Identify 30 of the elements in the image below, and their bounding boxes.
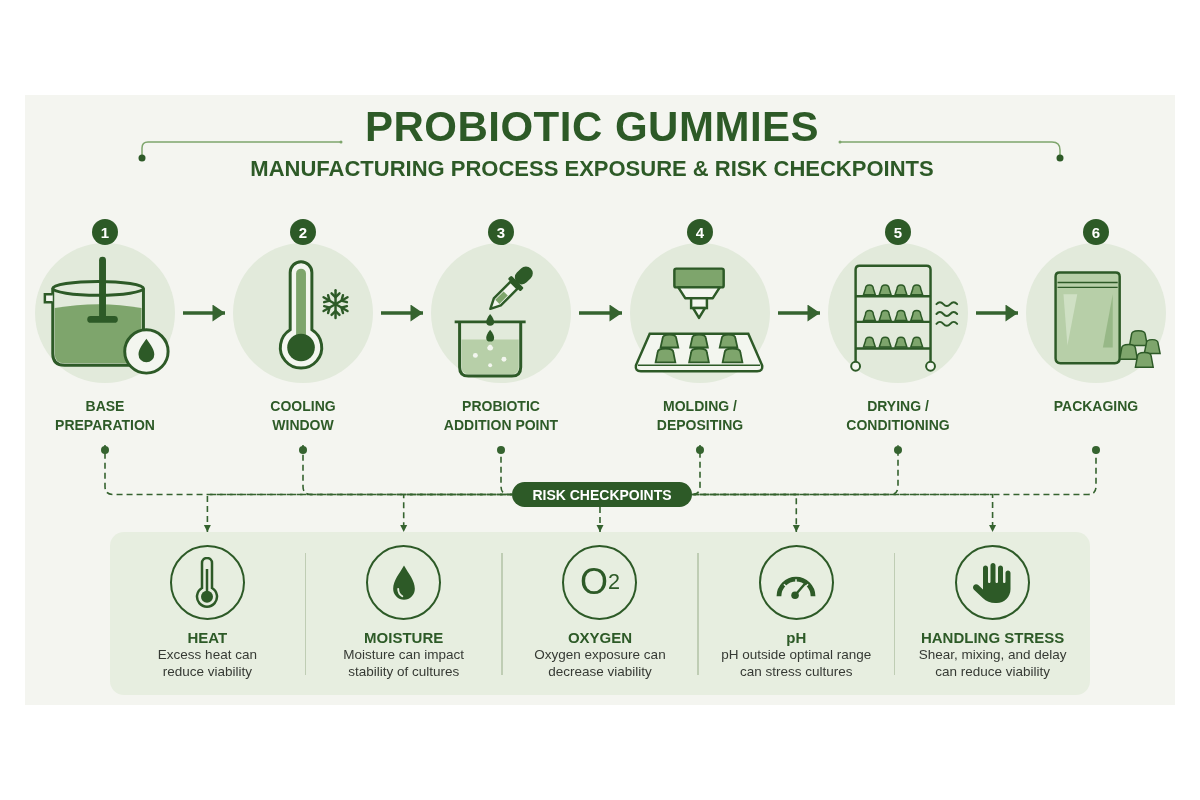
risk-description: Excess heat can reduce viability (156, 647, 258, 680)
step-label: BASE PREPARATION (54, 397, 156, 435)
subtitle: MANUFACTURING PROCESS EXPOSURE & RISK CHECKPOINTS (250, 158, 934, 180)
risk-description: Shear, mixing, and delay can reduce viability (917, 647, 1068, 680)
step-label: DRYING / CONDITIONING (845, 397, 951, 435)
risk-description: pH outside optimal range can stress cultures (720, 647, 873, 680)
arrow (183, 304, 225, 322)
step-label: PROBIOTIC ADDITION POINT (442, 397, 560, 435)
risk-title: MOISTURE (364, 630, 444, 646)
step-label: MOLDING / DEPOSITING (655, 397, 745, 435)
arrow (381, 304, 423, 322)
arrow (579, 304, 622, 322)
risk-panel (110, 532, 1090, 695)
risk-title: OXYGEN (567, 630, 633, 646)
step-label: PACKAGING (1053, 397, 1139, 416)
title: PROBIOTIC GUMMIES (364, 106, 820, 148)
risk-title: pH (786, 630, 807, 646)
risk-description: Moisture can impact stability of cultures (342, 647, 466, 680)
risk-title: HANDLING STRESS (920, 630, 1065, 646)
arrow (778, 304, 820, 322)
dashed-arrow (400, 493, 513, 533)
risk-description: Oxygen exposure can decrease viability (533, 647, 667, 680)
risk-title: HEAT (187, 630, 228, 646)
step-label: COOLING WINDOW (269, 397, 337, 435)
dashed-arrow (596, 506, 604, 533)
dashed-arrow (691, 493, 997, 533)
arrow (976, 304, 1018, 322)
section-tag: RISK CHECKPOINTS (512, 482, 692, 507)
dashed-connector (497, 444, 513, 496)
dashed-connector (691, 444, 704, 496)
